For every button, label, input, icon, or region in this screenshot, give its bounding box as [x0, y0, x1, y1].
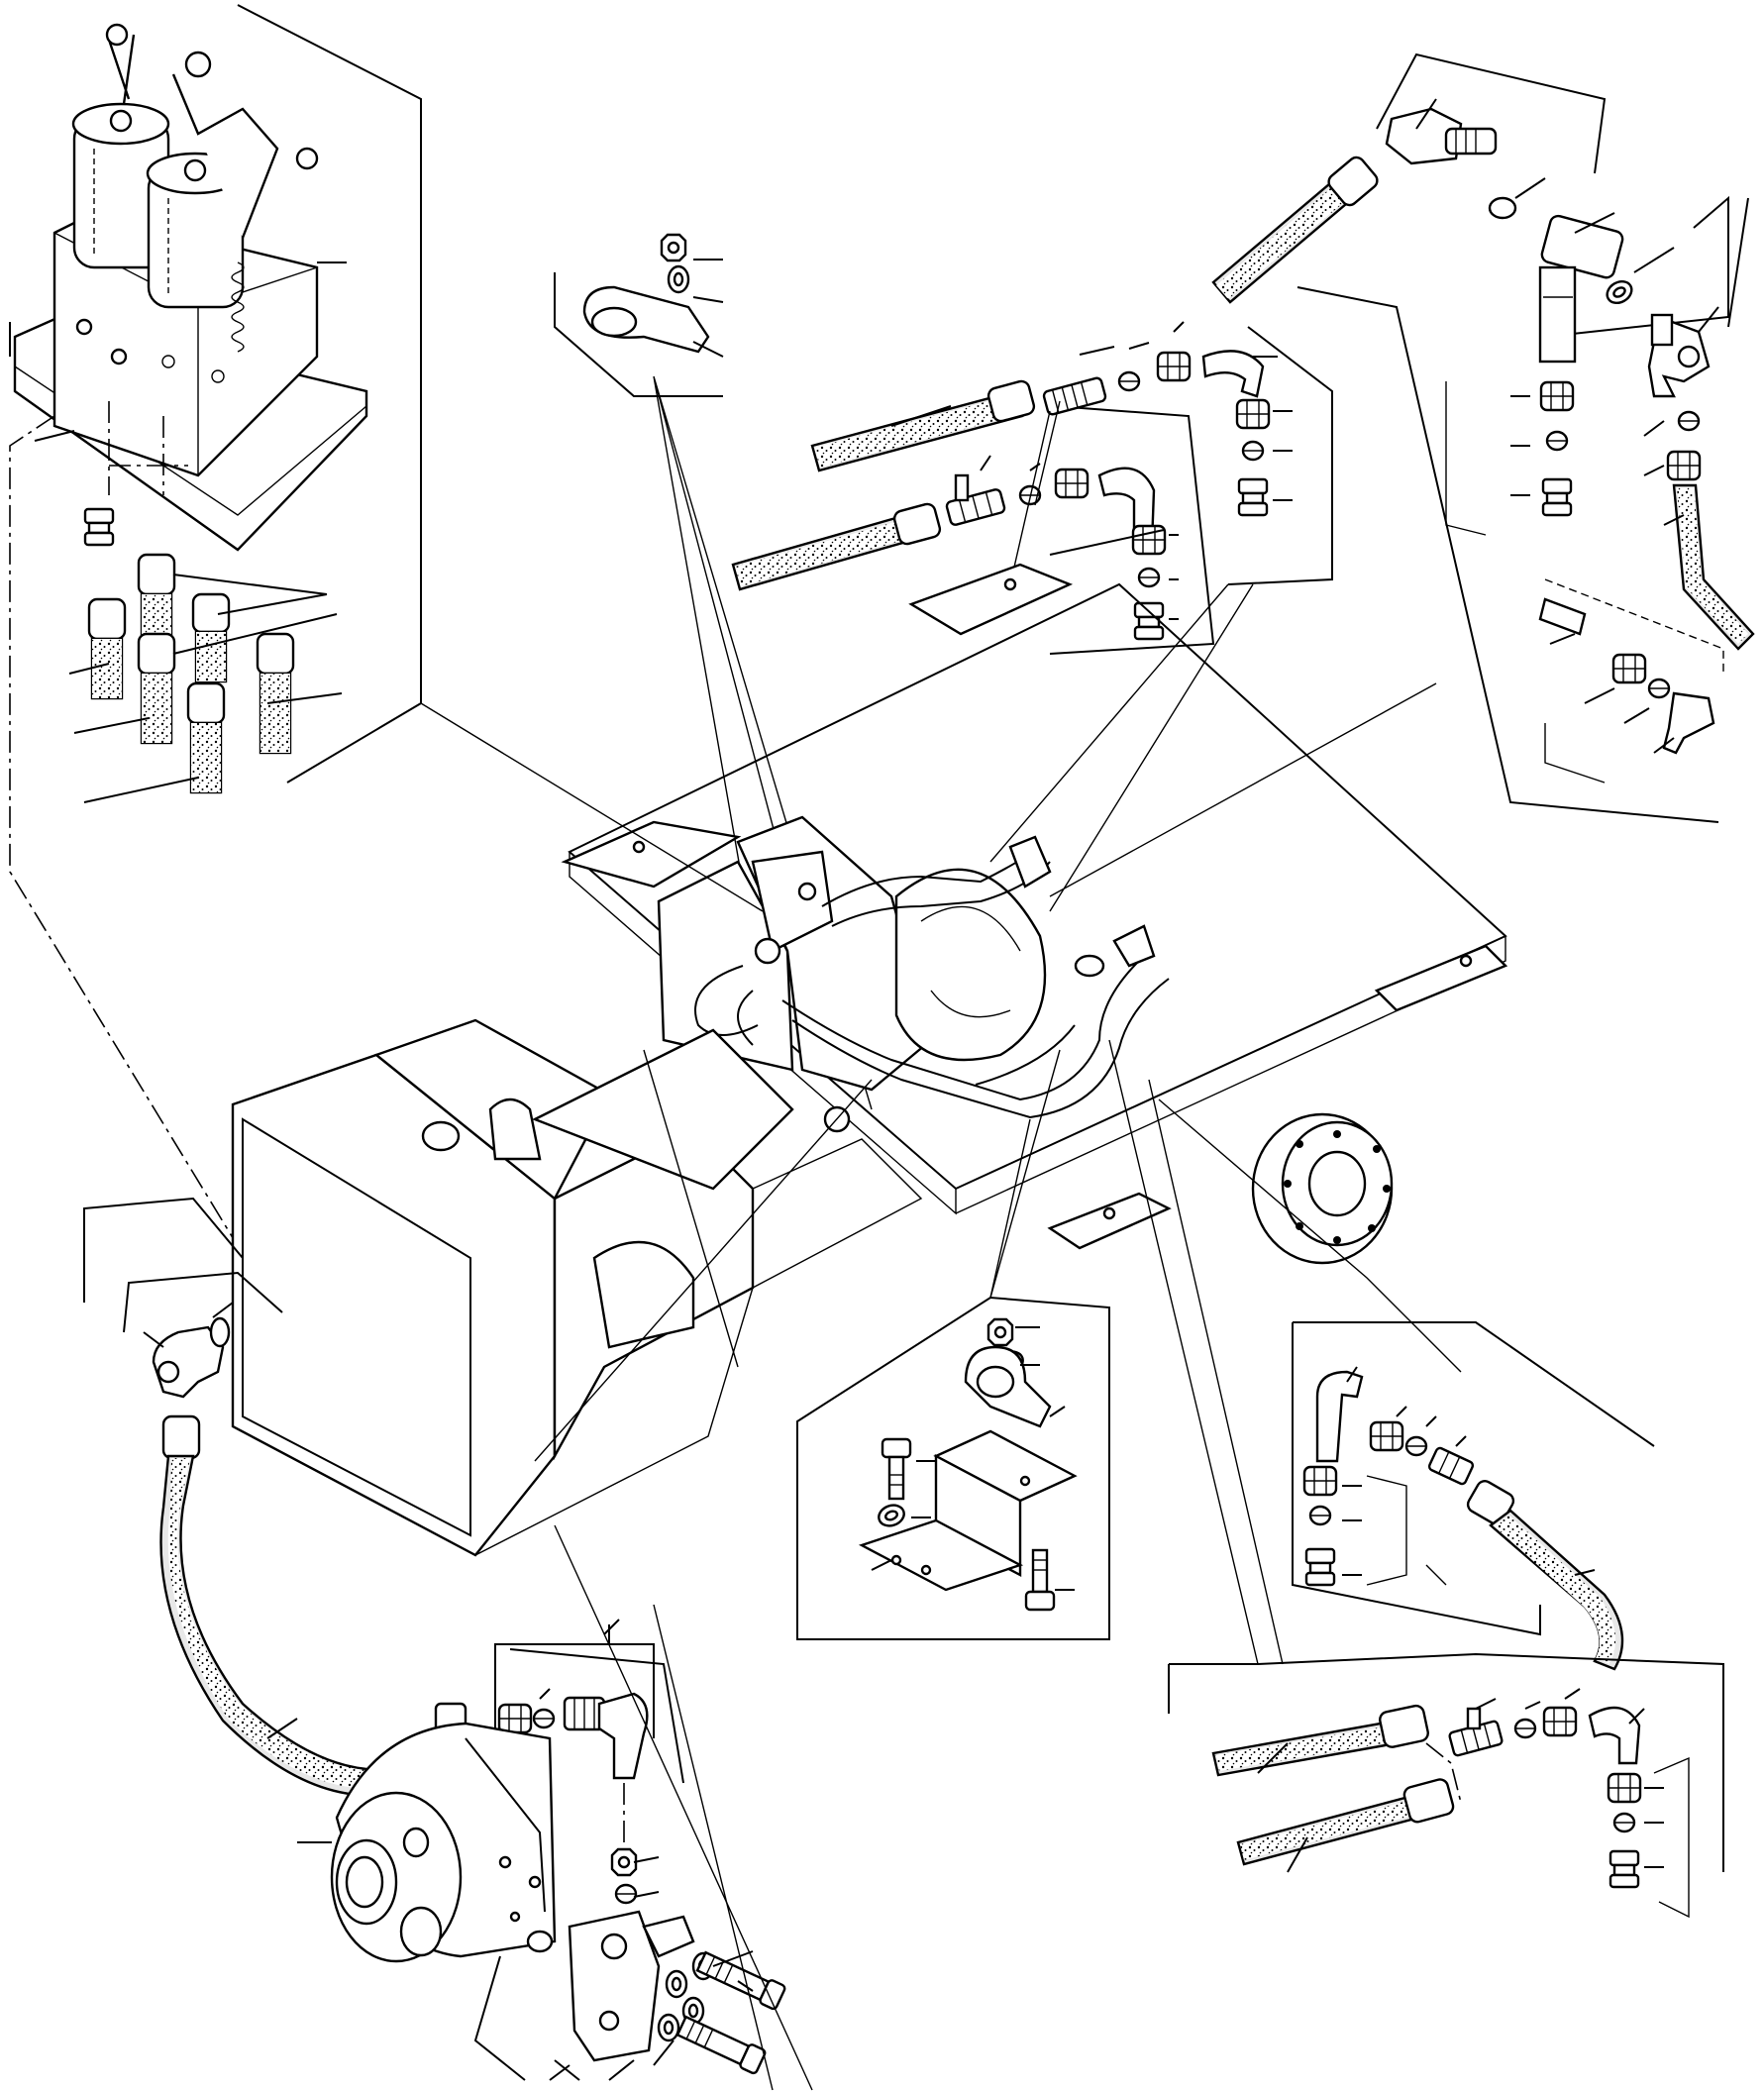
upper-fittings-group [731, 321, 1333, 912]
hydraulic-pump-icon [297, 1722, 557, 1963]
elbow-fitting-right-icon [1647, 313, 1711, 398]
chassis-valve [751, 850, 834, 953]
right-fittings-group [1158, 1098, 1655, 1671]
leader-lines [420, 682, 1437, 1462]
mount-pad-bottom [1047, 1192, 1172, 1250]
motor-housing [657, 860, 794, 1072]
angle-bracket-icon [858, 1429, 1078, 1592]
lever-icon [107, 34, 136, 105]
tee-vertical-icon [1538, 214, 1624, 364]
elbow-right-mid [1315, 1370, 1364, 1463]
valve-block-group [9, 4, 422, 1328]
elbow-small-icon [1662, 691, 1715, 755]
chassis-assembly [231, 563, 1508, 1557]
spring-icon [231, 262, 245, 353]
mount-pad-left [561, 820, 742, 889]
bolt-icon [675, 2015, 767, 2075]
solenoid-left-icon [71, 102, 170, 269]
elbow-lower-right [1588, 1706, 1641, 1765]
top-right-fittings-group [1211, 52, 1755, 823]
elbow-fitting-icon [152, 1316, 231, 1399]
bolt-icon [881, 1437, 912, 1501]
left-hose-group [83, 1197, 467, 1797]
drive-housing [894, 868, 1047, 1062]
hose-end-cluster [83, 507, 295, 794]
mount-pad-right [1374, 944, 1508, 1012]
bolt-icon [1024, 1548, 1056, 1612]
pump-group [297, 1524, 813, 2091]
group-frame-line [237, 4, 422, 784]
relief-valve-block [568, 1910, 661, 2062]
wheel-hub-icon [1251, 1112, 1394, 1265]
linkage-arm-icon [171, 73, 279, 239]
bottom-right-hoses-group [1108, 1039, 1724, 1919]
bracket-group [796, 1118, 1110, 1640]
elbow-upper [1201, 350, 1265, 398]
tee-fitting-icon [1385, 107, 1498, 165]
pump-elbow [597, 1692, 649, 1780]
bolt-icon [695, 1950, 786, 2011]
mount-pad-top [908, 563, 1074, 636]
